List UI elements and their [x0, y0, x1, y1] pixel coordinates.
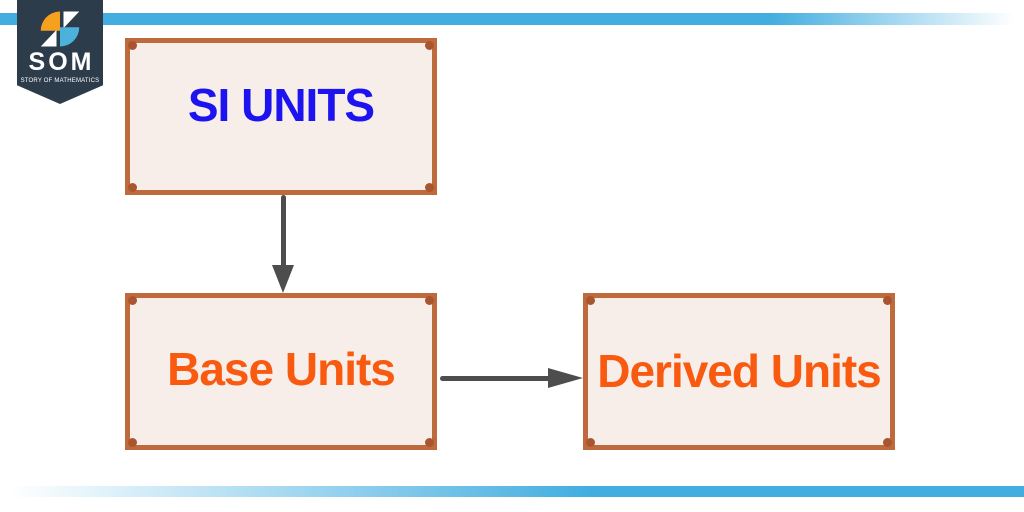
- arrow-line: [440, 376, 552, 381]
- corner-dot: [425, 438, 434, 447]
- corner-dot: [586, 296, 595, 305]
- arrow-line: [281, 195, 286, 269]
- corner-dot: [128, 296, 137, 305]
- corner-dot: [883, 296, 892, 305]
- logo-tagline: STORY OF MATHEMATICS: [20, 78, 100, 84]
- corner-dot: [128, 41, 137, 50]
- node-base-units-label: Base Units: [167, 342, 396, 395]
- corner-dot: [128, 438, 137, 447]
- corner-dot: [425, 183, 434, 192]
- node-derived-units-label: Derived Units: [597, 344, 882, 397]
- arrow-head-right-icon: [548, 368, 583, 388]
- bottom-accent-line: [0, 486, 1024, 497]
- som-logo-icon: [40, 11, 80, 47]
- som-logo-badge: SOM STORY OF MATHEMATICS: [17, 0, 103, 104]
- logo-acronym: SOM: [28, 48, 95, 76]
- corner-dot: [586, 438, 595, 447]
- corner-dot: [883, 438, 892, 447]
- node-base-units: Base Units: [125, 293, 437, 450]
- node-si-units-label: SI UNITS: [187, 78, 375, 131]
- corner-dot: [425, 296, 434, 305]
- node-derived-units: Derived Units: [583, 293, 895, 450]
- corner-dot: [128, 183, 137, 192]
- top-accent-line: [0, 13, 1024, 25]
- arrow-head-down-icon: [272, 265, 294, 293]
- corner-dot: [425, 41, 434, 50]
- node-si-units: SI UNITS: [125, 38, 437, 195]
